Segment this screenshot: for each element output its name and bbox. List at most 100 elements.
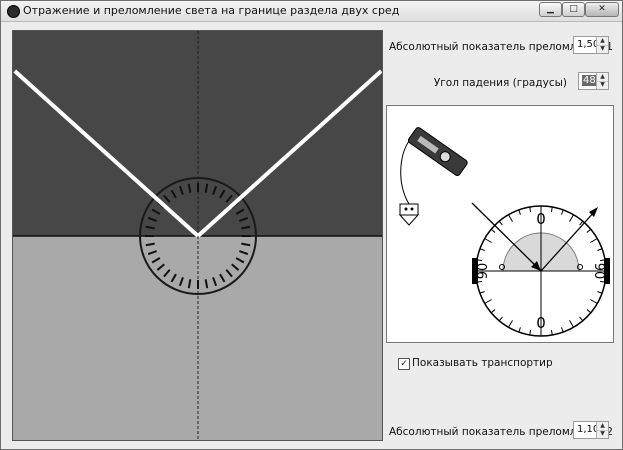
protractor-tick bbox=[225, 269, 233, 278]
protractor-checkbox-label[interactable]: Показывать транспортир bbox=[412, 357, 553, 369]
protractor-tick bbox=[187, 183, 192, 193]
protractor-tick bbox=[231, 263, 240, 271]
dial-tick bbox=[490, 309, 496, 314]
index1-up-arrow-icon[interactable]: ▲ bbox=[597, 37, 608, 46]
angle-spinner[interactable]: 48 ▲ ▼ bbox=[578, 72, 609, 90]
incident-ray bbox=[13, 69, 200, 238]
dial-tick bbox=[529, 206, 532, 212]
dial-tick bbox=[490, 228, 496, 233]
angle-value[interactable]: 48 bbox=[582, 75, 597, 86]
protractor-tick bbox=[219, 273, 226, 283]
protractor-tick bbox=[147, 216, 157, 222]
dial-tick bbox=[586, 309, 592, 314]
protractor-tick bbox=[241, 225, 251, 230]
left-pivot-icon bbox=[499, 264, 505, 270]
angle-label: Угол падения (градусы) bbox=[433, 77, 567, 89]
dial-tick bbox=[579, 316, 584, 322]
protractor-tick bbox=[163, 269, 171, 278]
protractor-ticks bbox=[145, 183, 251, 289]
protractor-overlay bbox=[139, 177, 257, 295]
protractor-tick bbox=[241, 242, 251, 247]
index2-spinner[interactable]: 1,10 ▲ ▼ bbox=[573, 421, 609, 439]
title-bar[interactable]: Отражение и преломление света на границе… bbox=[1, 1, 622, 22]
protractor-tick bbox=[187, 279, 192, 289]
preview-svg: 0 0 90 90 bbox=[398, 127, 610, 337]
dial-tick bbox=[498, 220, 503, 226]
protractor-tick bbox=[204, 183, 209, 193]
protractor-tick bbox=[170, 189, 177, 199]
dial-tick bbox=[498, 316, 503, 322]
preview-reflected-ray bbox=[540, 210, 596, 272]
dial-label-right: 90 bbox=[591, 263, 606, 280]
laser-cable bbox=[400, 140, 410, 205]
index2-up-arrow-icon[interactable]: ▲ bbox=[597, 422, 608, 431]
protractor-tick bbox=[163, 194, 171, 203]
angle-up-arrow-icon[interactable]: ▲ bbox=[597, 73, 608, 82]
protractor-tick bbox=[178, 277, 184, 287]
dial-tick bbox=[508, 320, 513, 328]
simulation-svg bbox=[13, 31, 382, 440]
dial-tick bbox=[484, 238, 492, 243]
protractor-tick bbox=[147, 250, 157, 256]
dial-tick bbox=[579, 220, 584, 226]
dial-tick bbox=[597, 291, 603, 294]
index2-spin-buttons[interactable]: ▲ ▼ bbox=[596, 422, 608, 438]
protractor-tick bbox=[156, 263, 165, 271]
index1-down-arrow-icon[interactable]: ▼ bbox=[600, 45, 605, 52]
app-icon bbox=[7, 5, 20, 18]
angle-spin-buttons[interactable]: ▲ ▼ bbox=[596, 73, 608, 89]
protractor-tick bbox=[145, 225, 155, 230]
dial-label-left: 90 bbox=[476, 263, 491, 280]
protractor-preview: 0 0 90 90 bbox=[386, 105, 614, 343]
right-pivot-icon bbox=[577, 264, 583, 270]
dial-label-bottom: 0 bbox=[536, 314, 546, 332]
protractor-tick bbox=[151, 208, 161, 215]
protractor-tick bbox=[178, 185, 184, 195]
right-dial-clamp bbox=[604, 258, 610, 284]
protractor-tick bbox=[212, 185, 218, 195]
dial-tick bbox=[479, 248, 485, 251]
dial-tick bbox=[479, 291, 485, 294]
reflected-ray bbox=[196, 69, 382, 238]
close-button[interactable]: ✕ bbox=[585, 2, 619, 17]
dial-tick bbox=[484, 299, 492, 304]
dial-tick bbox=[597, 248, 603, 251]
protractor-tick bbox=[204, 279, 209, 289]
reflected-arrow-icon bbox=[589, 207, 598, 217]
index1-spin-buttons[interactable]: ▲ ▼ bbox=[596, 37, 608, 53]
index2-value[interactable]: 1,10 bbox=[577, 424, 600, 435]
protractor-tick bbox=[145, 242, 155, 247]
dial-tick bbox=[590, 238, 598, 243]
dial-tick bbox=[529, 330, 532, 336]
laser-pointer-icon bbox=[407, 127, 468, 177]
index1-value[interactable]: 1,50 bbox=[577, 39, 600, 50]
preview-incident-ray bbox=[471, 202, 542, 272]
dial-tick bbox=[561, 209, 564, 215]
incident-arrow-icon bbox=[531, 261, 541, 271]
dial-tick bbox=[508, 214, 513, 222]
protractor-tick bbox=[239, 216, 249, 222]
index2-down-arrow-icon[interactable]: ▼ bbox=[600, 430, 605, 437]
protractor-tick bbox=[219, 189, 226, 199]
protractor-circle bbox=[139, 177, 257, 295]
power-plug-icon bbox=[398, 203, 420, 226]
index1-spinner[interactable]: 1,50 ▲ ▼ bbox=[573, 36, 609, 54]
dial-tick bbox=[550, 206, 553, 212]
protractor-tick bbox=[239, 250, 249, 256]
protractor-tick bbox=[225, 194, 233, 203]
protractor-checkbox[interactable]: ✓ bbox=[398, 358, 410, 370]
angle-down-arrow-icon[interactable]: ▼ bbox=[600, 81, 605, 88]
dial-tick bbox=[569, 320, 574, 328]
dial-tick bbox=[586, 228, 592, 233]
simulation-canvas[interactable] bbox=[12, 30, 383, 441]
maximize-button[interactable]: □ bbox=[562, 2, 585, 17]
minimize-button[interactable]: ▁ bbox=[539, 2, 562, 17]
dial-tick bbox=[518, 327, 521, 333]
protractor-dial: 0 0 90 90 bbox=[471, 202, 610, 337]
dial-tick bbox=[561, 327, 564, 333]
protractor-tick bbox=[212, 277, 218, 287]
window-title: Отражение и преломление света на границе… bbox=[23, 4, 400, 17]
index2-label: Абсолютный показатель преломления 2 bbox=[389, 426, 613, 438]
index1-label: Абсолютный показатель преломления 1 bbox=[389, 41, 613, 53]
